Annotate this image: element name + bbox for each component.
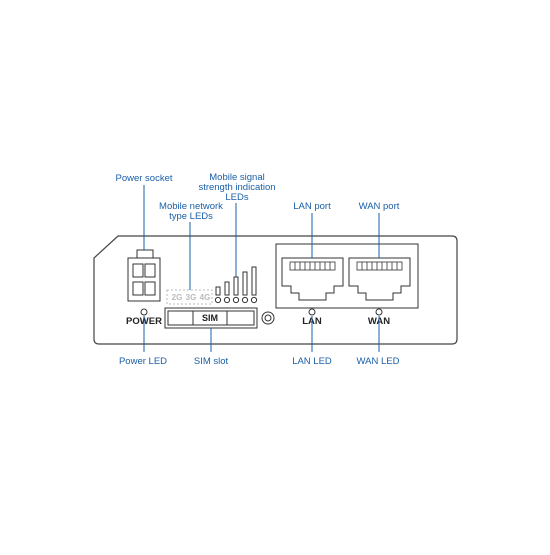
- callout-power-socket: Power socket: [115, 173, 172, 184]
- callout-mobile-signal-2: strength indication: [198, 182, 275, 193]
- callout-power-led: Power LED: [119, 356, 167, 367]
- callout-mobile-network-2: type LEDs: [169, 211, 213, 222]
- callout-lan-led: LAN LED: [292, 356, 332, 367]
- sim-label: SIM: [202, 313, 218, 323]
- network-type-4g: 4G: [200, 293, 211, 302]
- callout-mobile-network-1: Mobile network: [159, 201, 223, 212]
- wan-port: [348, 257, 411, 301]
- reset-button-inner: [264, 314, 272, 322]
- signal-leds: [214, 296, 258, 304]
- callout-mobile-signal-3: LEDs: [225, 192, 248, 203]
- network-type-led-area: [166, 289, 213, 305]
- callout-mobile-signal-1: Mobile signal: [209, 172, 264, 183]
- power-led: [140, 308, 148, 316]
- power-socket: [127, 249, 161, 302]
- sim-slot: [164, 307, 258, 329]
- callout-wan-port: WAN port: [359, 201, 400, 212]
- network-type-3g: 3G: [186, 293, 197, 302]
- callout-sim-slot: SIM slot: [194, 356, 229, 367]
- wan-led: [375, 308, 383, 316]
- callout-lines: [143, 185, 380, 352]
- network-type-2g: 2G: [172, 293, 183, 302]
- lan-led: [308, 308, 316, 316]
- lan-port: [281, 257, 344, 301]
- callout-lan-port: LAN port: [293, 201, 331, 212]
- callout-wan-led: WAN LED: [357, 356, 400, 367]
